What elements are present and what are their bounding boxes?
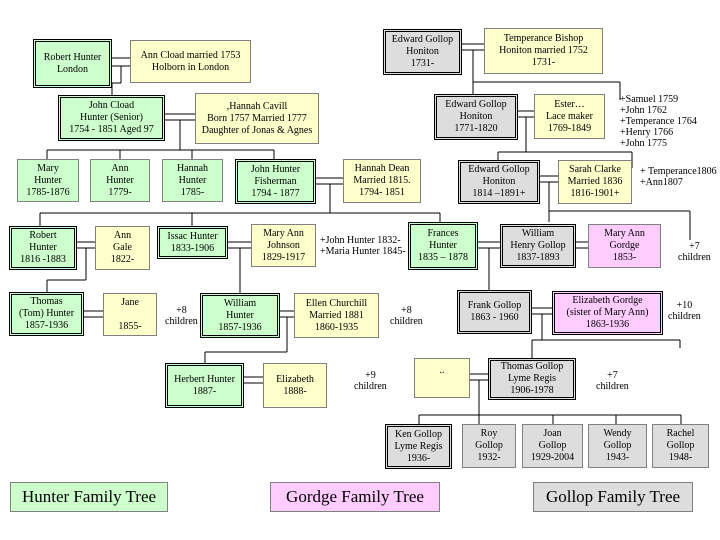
note-gollop-1771-children: +Samuel 1759 +John 1762 +Temperance 1764… xyxy=(620,94,697,149)
person-william-henry-gollop: William Henry Gollop 1837-1893 xyxy=(500,224,576,268)
person-mary-ann-gordge: Mary Ann Gordge 1853- xyxy=(588,224,661,268)
person-ester: Ester… Lace maker 1769-1849 xyxy=(534,94,605,139)
note-gollop-1814-children: + Temperance1806 +Ann1807 xyxy=(640,166,717,188)
person-roy-gollop: Roy Gollop 1932- xyxy=(462,424,516,468)
note-thomas-gollop-children: +7 children xyxy=(596,370,629,392)
person-robert-hunter-london: Robert Hunter London xyxy=(33,39,112,88)
person-mary-ann-johnson: Mary Ann Johnson 1829-1917 xyxy=(251,224,316,267)
legend-gollop: Gollop Family Tree xyxy=(533,482,693,512)
person-ellen-churchill: Ellen Churchill Married 1881 1860-1935 xyxy=(294,293,379,338)
person-elizabeth-1888: Elizabeth 1888- xyxy=(263,363,327,408)
person-thomas-tom-hunter: Thomas (Tom) Hunter 1857-1936 xyxy=(9,292,84,336)
person-john-hunter-fisherman: John Hunter Fisherman 1794 - 1877 xyxy=(235,159,316,204)
note-john-fisherman-children: +John Hunter 1832- +Maria Hunter 1845- xyxy=(320,235,406,257)
person-ken-gollop: Ken Gollop Lyme Regis 1936- xyxy=(385,424,452,469)
note-herbert-children: +9 children xyxy=(354,370,387,392)
note-william-hunter-children: +8 children xyxy=(390,305,423,327)
person-issac-hunter: Issac Hunter 1833-1906 xyxy=(157,226,228,259)
person-thomas-gollop: Thomas Gollop Lyme Regis 1906-1978 xyxy=(488,358,576,400)
person-ann-hunter: Ann Hunter 1779- xyxy=(90,159,150,202)
person-frank-gollop: Frank Gollop 1863 - 1960 xyxy=(457,290,532,334)
person-edward-gollop-1771: Edward Gollop Honiton 1771-1820 xyxy=(434,94,518,140)
person-edward-gollop-1731: Edward Gollop Honiton 1731- xyxy=(383,29,462,75)
legend-hunter: Hunter Family Tree xyxy=(10,482,168,512)
note-frank-children: +10 children xyxy=(668,300,701,322)
person-hannah-cavill: ,Hannah Cavill Born 1757 Married 1777 Da… xyxy=(195,93,319,144)
person-edward-gollop-1814: Edward Gollop Honiton 1814 –1891+ xyxy=(458,160,540,204)
person-unknown-spouse: .. xyxy=(414,358,470,398)
person-mary-hunter: Mary Hunter 1785-1876 xyxy=(17,159,79,202)
note-thomas-tom-children: +8 children xyxy=(165,305,198,327)
person-frances-hunter: Frances Hunter 1835 – 1878 xyxy=(408,222,478,270)
person-hannah-dean: Hannah Dean Married 1815. 1794- 1851 xyxy=(343,159,421,203)
note-william-henry-children: +7 children xyxy=(678,241,711,263)
person-william-hunter: William Hunter 1857-1936 xyxy=(200,293,280,338)
person-ann-gale: Ann Gale 1822- xyxy=(95,226,150,270)
person-rachel-gollop: Rachel Gollop 1948- xyxy=(652,424,709,468)
person-herbert-hunter: Herbert Hunter 1887- xyxy=(165,363,244,408)
person-robert-hunter-1816: Robert Hunter 1816 -1883 xyxy=(9,226,77,270)
person-sarah-clarke: Sarah Clarke Married 1836 1816-1901+ xyxy=(558,160,632,204)
person-elizabeth-gordge: Elizabeth Gordge (sister of Mary Ann) 18… xyxy=(552,291,663,335)
person-hannah-hunter: Hannah Hunter 1785- xyxy=(162,159,223,202)
person-jane: Jane 1855- xyxy=(103,293,157,336)
legend-gordge: Gordge Family Tree xyxy=(270,482,440,512)
person-wendy-gollop: Wendy Gollop 1943- xyxy=(588,424,647,468)
person-john-cload-hunter: John Cload Hunter (Senior) 1754 - 1851 A… xyxy=(58,95,165,141)
person-temperance-bishop: Temperance Bishop Honiton married 1752 1… xyxy=(484,28,603,74)
person-joan-gollop: Joan Gollop 1929-2004 xyxy=(522,424,583,468)
person-ann-cload: Ann Cload married 1753 Holborn in London xyxy=(130,40,251,83)
